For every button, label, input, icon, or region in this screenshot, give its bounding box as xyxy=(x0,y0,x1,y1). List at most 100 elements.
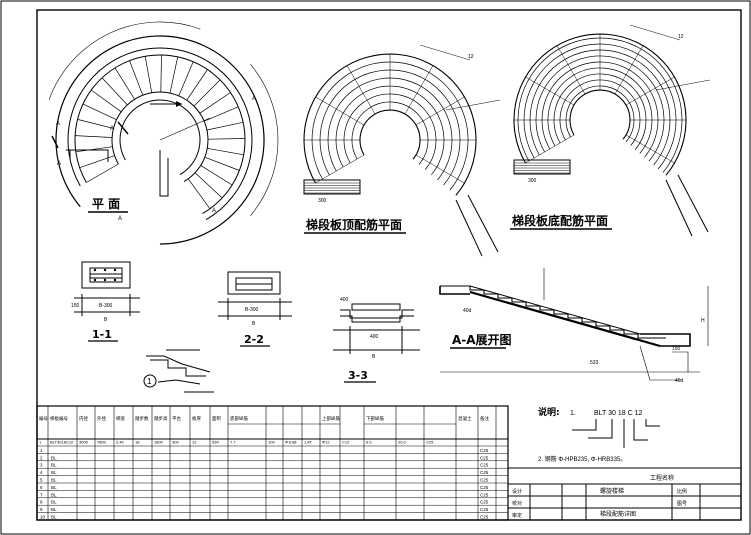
table-row-grade: C25 xyxy=(480,478,489,483)
table-row-grade: C25 xyxy=(480,463,489,468)
rebar-ring xyxy=(311,61,469,191)
table-row-id: 5 xyxy=(40,478,43,483)
table-header-cell: 混凝土 xyxy=(458,415,472,422)
rebar-inner xyxy=(359,109,421,160)
tb-drawing-name: 螺旋楼梯 xyxy=(600,487,624,495)
plan-tread xyxy=(75,135,113,138)
table-cell: 534 xyxy=(212,440,219,445)
table-cell: 18 xyxy=(135,440,140,445)
top-rebar-title: 梯段板顶配筋平面 xyxy=(306,217,402,232)
table-row-grade: C25 xyxy=(480,448,489,453)
rebar-ring xyxy=(517,37,683,173)
plan-tread xyxy=(129,60,144,96)
rebar-radial xyxy=(346,65,376,115)
table-row-id: 6 xyxy=(40,485,43,490)
table-cell: 20.0 xyxy=(398,440,407,445)
table-header-cell: 备注 xyxy=(480,415,489,422)
tb-checked: 校对 xyxy=(512,500,522,507)
plan-title: 平 面 xyxy=(92,197,120,211)
rebar-radial xyxy=(404,65,434,115)
table-row-id: 2 xyxy=(40,455,43,460)
plan-tread xyxy=(206,121,244,131)
rebar-ring xyxy=(553,73,647,150)
table-row-grade: C25 xyxy=(480,515,489,520)
plan-tread xyxy=(187,178,211,210)
detail-1: 1 xyxy=(143,349,214,393)
plan-mark-a: A xyxy=(56,121,60,127)
plan-tread xyxy=(178,61,194,96)
aa-landing xyxy=(640,333,691,347)
rebar-radial xyxy=(525,76,575,106)
rebar-leader xyxy=(419,44,471,61)
rebar-inner xyxy=(569,89,631,140)
table-row-id: 4 xyxy=(40,470,43,475)
table-row-id: 1 xyxy=(40,448,43,453)
table-header-cell: 平台 xyxy=(172,415,181,422)
table-header-cell: 梯宽 xyxy=(116,415,125,422)
s1-dim-150: 150 xyxy=(71,303,80,309)
plan-tread xyxy=(77,119,114,129)
rebar-ring xyxy=(335,85,445,175)
plan-arrowhead xyxy=(176,101,182,107)
plan-tread xyxy=(169,56,179,94)
plan-mark-a: A xyxy=(57,161,61,167)
inner-frame xyxy=(36,9,742,521)
s2-b300: B-300 xyxy=(245,307,259,313)
table-row-id: 9 xyxy=(40,507,43,512)
rebar-outer xyxy=(513,33,687,176)
notes-code: BLT 30 18 C 12 xyxy=(594,410,642,417)
notes-block: 说明: 1. BLT 30 18 C 12 2. 钢筋 Φ-HPB235, Φ-… xyxy=(538,406,660,463)
table-row-code: BL xyxy=(51,455,57,460)
s3-b: B xyxy=(372,354,376,360)
plan-tread xyxy=(75,146,113,153)
rebar-landing xyxy=(303,179,361,195)
rebar-ring xyxy=(541,61,659,158)
table-row-code: BL xyxy=(51,463,57,468)
table-cell: 1.4T xyxy=(304,440,313,445)
table-row-code: BL xyxy=(51,485,57,490)
rebar-outer xyxy=(303,53,477,196)
table-cell: 300 xyxy=(172,440,179,445)
rebar-landing-label: 300 xyxy=(528,178,537,184)
tb-sheet-name: 梯段配筋详图 xyxy=(600,510,636,518)
notes-title: 说明: xyxy=(538,406,560,418)
table-cell: C25 xyxy=(426,440,434,445)
rebar-ring xyxy=(523,43,677,170)
bottom-rebar-title: 梯段板底配筋平面 xyxy=(512,213,608,228)
plan-tread xyxy=(90,89,122,113)
table-header-cell: 梯板编号 xyxy=(50,415,68,422)
plan-tread xyxy=(82,103,117,121)
rebar-tail xyxy=(467,194,499,253)
plan-tread xyxy=(207,138,246,140)
plan-outer-edge xyxy=(67,47,253,221)
aa-h: H xyxy=(701,318,705,324)
rebar-ring xyxy=(559,79,641,146)
plan-inner-rail xyxy=(119,99,201,176)
plan-tread xyxy=(101,77,128,106)
plan-tread xyxy=(79,155,115,169)
plan-tread xyxy=(194,172,223,199)
rebar-radial xyxy=(625,134,675,164)
table-header-cell: 内径 xyxy=(79,415,88,422)
rebar-radial xyxy=(525,134,575,164)
table-row-id: 7 xyxy=(40,492,43,497)
rebar-ring xyxy=(351,101,429,165)
plan-tread xyxy=(204,156,240,171)
table-header-cell: 踏步高 xyxy=(154,415,168,422)
table-header-cell: 下部纵筋 xyxy=(366,415,384,422)
plan-cut-1b xyxy=(117,121,129,135)
section-1-1-title: 1-1 xyxy=(92,328,112,341)
rebar-ring xyxy=(529,49,671,166)
plan-dim-arc-b xyxy=(250,64,279,216)
aa-dim-150: 150 xyxy=(672,346,681,352)
s3-dim-400: 400 xyxy=(340,297,349,303)
rebar-radial xyxy=(556,45,586,95)
table-header-cell: 底部纵筋 xyxy=(230,415,248,422)
notes-n2: 2. 钢筋 Φ-HPB235, Φ-HRB335。 xyxy=(538,455,626,463)
plan-tread xyxy=(86,163,119,183)
aa-slab-top xyxy=(469,285,641,335)
rebar-radial xyxy=(625,76,675,106)
